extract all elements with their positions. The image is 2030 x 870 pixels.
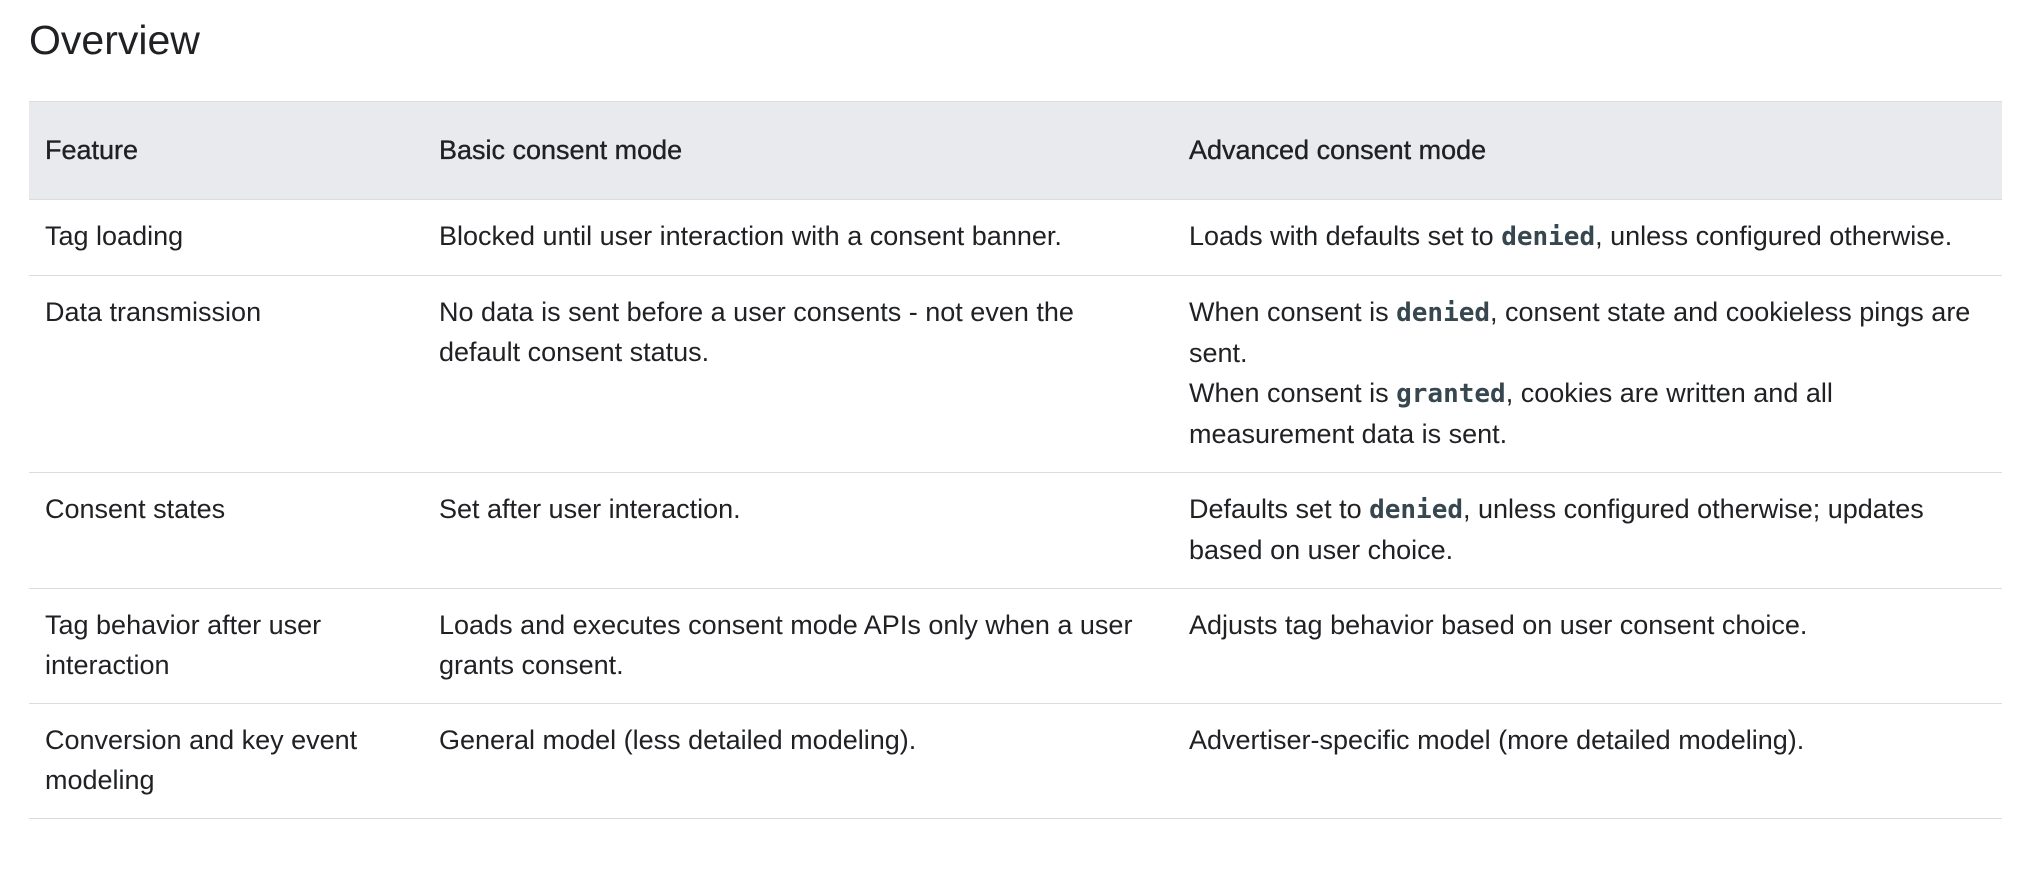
inline-code: granted xyxy=(1396,379,1506,409)
advanced-text: Adjusts tag behavior based on user conse… xyxy=(1189,610,1808,640)
advanced-text: When consent is xyxy=(1189,378,1397,408)
basic-cell: Blocked until user interaction with a co… xyxy=(423,199,1173,276)
inline-code: denied xyxy=(1396,298,1491,328)
basic-cell: Loads and executes consent mode APIs onl… xyxy=(423,588,1173,704)
advanced-line: Advertiser-specific model (more detailed… xyxy=(1189,720,1986,760)
column-header-feature: Feature xyxy=(29,101,423,200)
inline-code: denied xyxy=(1501,222,1596,252)
advanced-line: When consent is denied, consent state an… xyxy=(1189,292,1986,373)
feature-cell: Consent states xyxy=(29,472,423,589)
advanced-cell: Defaults set to denied, unless configure… xyxy=(1173,472,2002,589)
advanced-line: Defaults set to denied, unless configure… xyxy=(1189,489,1986,570)
table-row: Tag behavior after user interaction Load… xyxy=(29,588,2002,704)
feature-cell: Tag loading xyxy=(29,199,423,276)
advanced-text: , consent state and cookieless pings are… xyxy=(1189,297,1971,368)
advanced-line: Adjusts tag behavior based on user conse… xyxy=(1189,605,1986,645)
page-title: Overview xyxy=(29,17,200,63)
feature-cell: Tag behavior after user interaction xyxy=(29,588,423,704)
comparison-table: Feature Basic consent mode Advanced cons… xyxy=(29,101,2002,819)
advanced-cell: Adjusts tag behavior based on user conse… xyxy=(1173,588,2002,704)
feature-cell: Data transmission xyxy=(29,275,423,473)
feature-cell: Conversion and key event modeling xyxy=(29,703,423,819)
basic-cell: Set after user interaction. xyxy=(423,472,1173,589)
table-row: Conversion and key event modeling Genera… xyxy=(29,703,2002,819)
advanced-text: Defaults set to xyxy=(1189,494,1370,524)
table-row: Consent states Set after user interactio… xyxy=(29,472,2002,589)
column-header-advanced-consent-mode: Advanced consent mode xyxy=(1173,101,2002,200)
basic-cell: General model (less detailed modeling). xyxy=(423,703,1173,819)
table-header-row: Feature Basic consent mode Advanced cons… xyxy=(29,101,2002,200)
advanced-text: Advertiser-specific model (more detailed… xyxy=(1189,725,1805,755)
advanced-cell: Advertiser-specific model (more detailed… xyxy=(1173,703,2002,819)
advanced-cell: Loads with defaults set to denied, unles… xyxy=(1173,199,2002,276)
advanced-text: , cookies are written and all measuremen… xyxy=(1189,378,1833,449)
table-row: Data transmission No data is sent before… xyxy=(29,275,2002,473)
inline-code: denied xyxy=(1369,495,1464,525)
table-header: Feature Basic consent mode Advanced cons… xyxy=(29,101,2002,200)
table-body: Tag loading Blocked until user interacti… xyxy=(29,199,2002,819)
advanced-line: When consent is granted, cookies are wri… xyxy=(1189,373,1986,454)
column-header-basic-consent-mode: Basic consent mode xyxy=(423,101,1173,200)
advanced-text: , unless configured otherwise; updates b… xyxy=(1189,494,1924,565)
basic-cell: No data is sent before a user consents -… xyxy=(423,275,1173,473)
advanced-line: Loads with defaults set to denied, unles… xyxy=(1189,216,1986,257)
advanced-text: When consent is xyxy=(1189,297,1397,327)
table-row: Tag loading Blocked until user interacti… xyxy=(29,199,2002,276)
advanced-text: Loads with defaults set to xyxy=(1189,221,1502,251)
advanced-text: , unless configured otherwise. xyxy=(1595,221,1953,251)
advanced-cell: When consent is denied, consent state an… xyxy=(1173,275,2002,473)
